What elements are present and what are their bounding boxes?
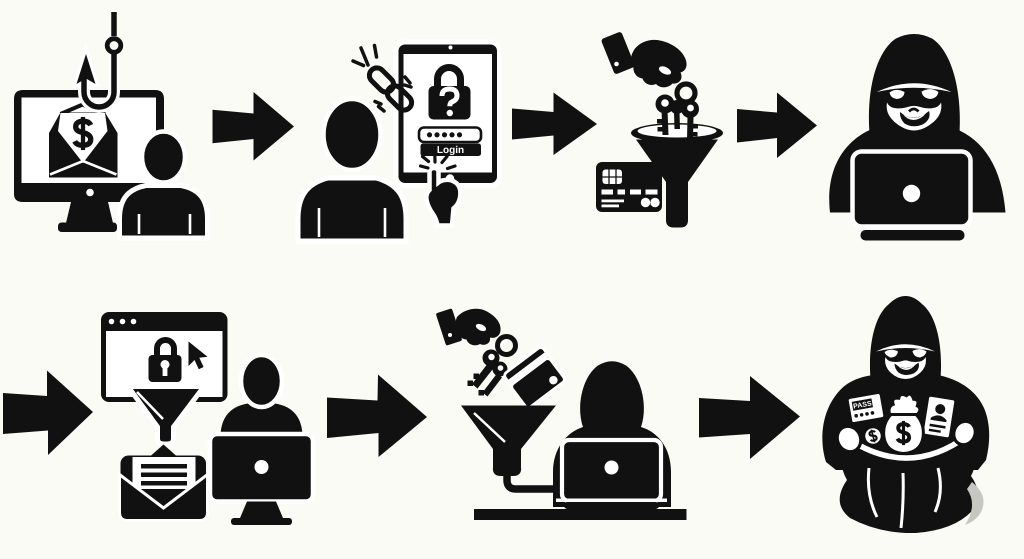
svg-text:PASS: PASS bbox=[853, 400, 873, 410]
svg-text:Login: Login bbox=[437, 145, 464, 156]
